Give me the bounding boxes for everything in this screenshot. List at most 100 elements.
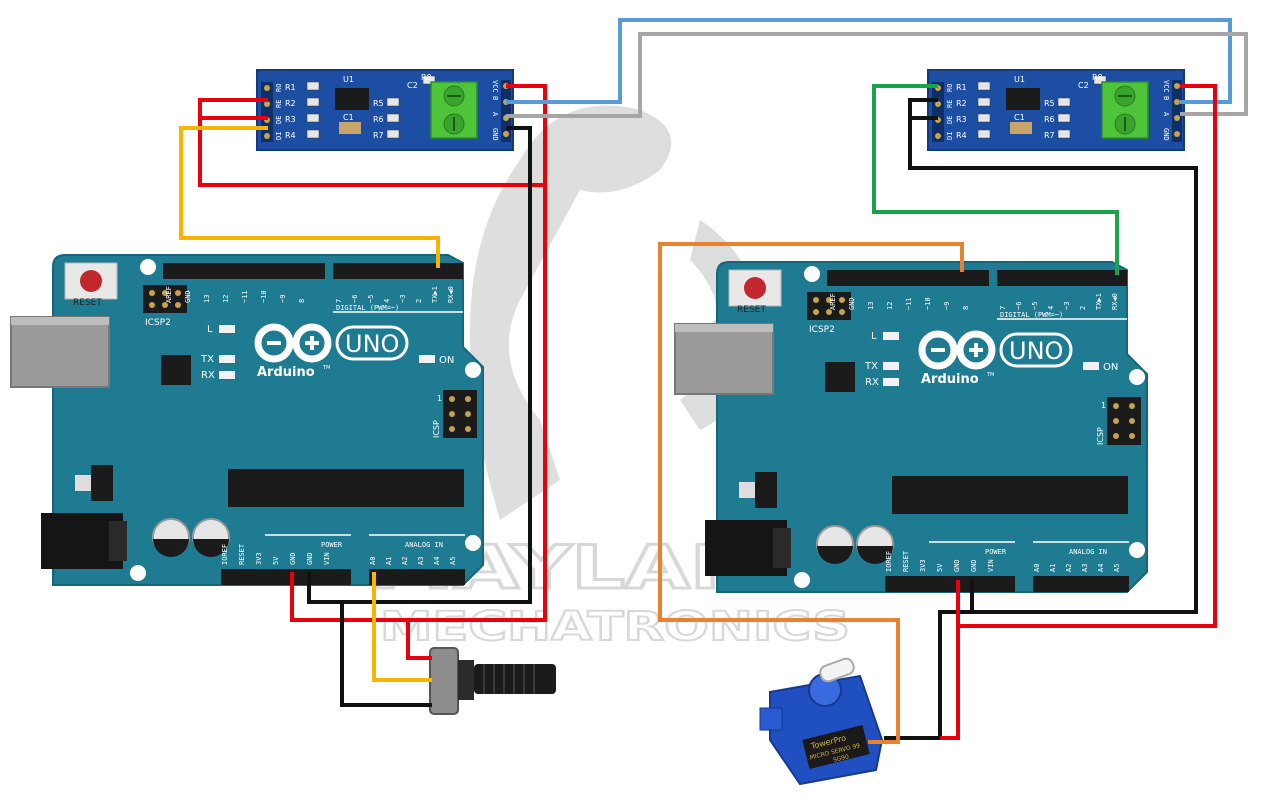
analog-pin-label-right: A3: [1081, 564, 1089, 572]
icsp-pin1-label-left: 1: [437, 394, 442, 403]
analog-pin-label-right: A1: [1049, 564, 1057, 572]
digital-pin-label-right: 12: [886, 302, 894, 310]
power-pin-label-right: 3V3: [919, 559, 927, 572]
rs485-pin-label-right: VCC: [1162, 80, 1170, 93]
resistor-label-right: R2: [956, 99, 967, 108]
rs485-pin-label-left: DI: [275, 132, 283, 140]
trademark-label-right: TM: [986, 372, 994, 378]
led-tx-label-right: TX: [864, 361, 878, 372]
led-rx-label-right: RX: [865, 377, 879, 388]
digital-pin-label-left: RX◀0: [447, 286, 455, 303]
wire-black-right-re-de: [884, 98, 1198, 740]
resistor-label-right: R3: [956, 115, 967, 124]
digital-pin-label-right: AREF: [829, 293, 837, 310]
led-l-label-left: L: [207, 324, 213, 335]
rs485-pin-label-left: RO: [275, 84, 283, 92]
watermark-brand-subtitle: MECHATRONICS: [380, 604, 850, 650]
digital-pin-label-left: 7: [335, 299, 343, 303]
resistor-label-left: R8: [421, 73, 432, 82]
digital-pin-label-left: AREF: [165, 286, 173, 303]
power-pin-label-left: IOREF: [221, 544, 229, 565]
on-label-right: ON: [1103, 362, 1118, 373]
analog-pin-label-right: A2: [1065, 564, 1073, 572]
resistor-label-left: R7: [373, 131, 384, 140]
power-pin-label-left: RESET: [238, 543, 246, 565]
power-pin-label-left: GND: [289, 552, 297, 565]
digital-pin-label-left: 2: [415, 299, 423, 303]
analog-pin-label-left: A2: [401, 557, 409, 565]
led-rx-label-left: RX: [201, 370, 215, 381]
brand-label-right: Arduino: [921, 372, 979, 387]
digital-label-right: DIGITAL (PWM=~): [1000, 311, 1063, 319]
digital-pin-label-right: ~9: [943, 302, 951, 310]
icsp2-label-left: ICSP2: [145, 318, 171, 328]
cap-label-left: C1: [343, 113, 354, 122]
potentiometer: [429, 647, 556, 715]
analog-pin-label-left: A0: [369, 557, 377, 565]
digital-pin-label-right: ~5: [1031, 302, 1039, 310]
wire-red-right-servo: [940, 626, 960, 740]
chip-label-right: U1: [1014, 75, 1025, 84]
digital-pin-label-left: 12: [222, 295, 230, 303]
resistor-label-left: R5: [373, 99, 384, 108]
rs485-pin-label-right: DI: [946, 132, 954, 140]
analog-label-left: ANALOG IN: [405, 541, 443, 549]
resistor-label-left: R4: [285, 131, 296, 140]
wire-blue-bus-b: [506, 18, 1232, 104]
trademark-label-left: TM: [322, 365, 330, 371]
analog-pin-label-left: A1: [385, 557, 393, 565]
digital-pin-label-right: ~3: [1063, 302, 1071, 310]
cap-label-right: C2: [1078, 81, 1089, 90]
cap-label-right: C1: [1014, 113, 1025, 122]
digital-pin-label-right: RX◀0: [1111, 293, 1119, 310]
power-label-left: POWER: [321, 541, 343, 549]
analog-label-right: ANALOG IN: [1069, 548, 1107, 556]
wire-orange-servo-signal: [658, 242, 964, 744]
rs485-pin-label-right: DE: [946, 116, 954, 124]
digital-pin-label-right: 8: [962, 306, 970, 310]
wire-red-left-re-de: [198, 98, 545, 187]
analog-pin-label-right: A5: [1113, 564, 1121, 572]
digital-pin-label-left: ~10: [260, 290, 268, 303]
digital-pin-label-left: ~3: [399, 295, 407, 303]
resistor-label-left: R6: [373, 115, 384, 124]
digital-pin-label-right: 2: [1079, 306, 1087, 310]
analog-pin-label-left: A5: [449, 557, 457, 565]
power-pin-label-left: VIN: [323, 552, 331, 565]
power-pin-label-right: GND: [953, 559, 961, 572]
power-label-right: POWER: [985, 548, 1007, 556]
wire-black-left-gnd: [307, 126, 532, 604]
resistor-label-left: R3: [285, 115, 296, 124]
led-tx-label-left: TX: [200, 354, 214, 365]
rs485-pin-label-right: B: [1162, 96, 1170, 100]
servo-model-code: SG90: [832, 753, 849, 764]
power-pin-label-right: RESET: [902, 550, 910, 572]
on-label-left: ON: [439, 355, 454, 366]
resistor-label-right: R1: [956, 83, 967, 92]
rs485-pin-label-left: A: [491, 112, 499, 117]
rs485-pin-label-left: RE: [275, 100, 283, 108]
icsp-label-right: ICSP: [1096, 427, 1105, 445]
board-name-left: UNO: [345, 330, 399, 358]
analog-pin-label-right: A0: [1033, 564, 1041, 572]
chip-label-left: U1: [343, 75, 354, 84]
power-pin-label-left: GND: [306, 552, 314, 565]
cap-label-left: C2: [407, 81, 418, 90]
digital-pin-label-left: 13: [203, 295, 211, 303]
servo-motor: TowerPro MICRO SERVO 99 SG90: [759, 657, 884, 786]
reset-label-left: RESET: [73, 298, 102, 308]
wire-gray-bus-a: [506, 32, 1248, 118]
rs485-pin-label-right: A: [1162, 112, 1170, 117]
digital-pin-label-left: GND: [184, 290, 192, 303]
digital-pin-label-left: ~6: [351, 295, 359, 303]
rs485-pin-label-left: B: [491, 96, 499, 100]
power-pin-label-right: IOREF: [885, 551, 893, 572]
wire-red-pot-vcc: [406, 620, 432, 660]
resistor-label-right: R4: [956, 131, 967, 140]
rs485-pin-label-left: DE: [275, 116, 283, 124]
digital-pin-label-right: ~11: [905, 297, 913, 310]
rs485-pin-label-right: RO: [946, 84, 954, 92]
icsp-label-left: ICSP: [432, 420, 441, 438]
wire-yellow-left-di: [179, 126, 440, 268]
reset-label-right: RESET: [737, 305, 766, 315]
